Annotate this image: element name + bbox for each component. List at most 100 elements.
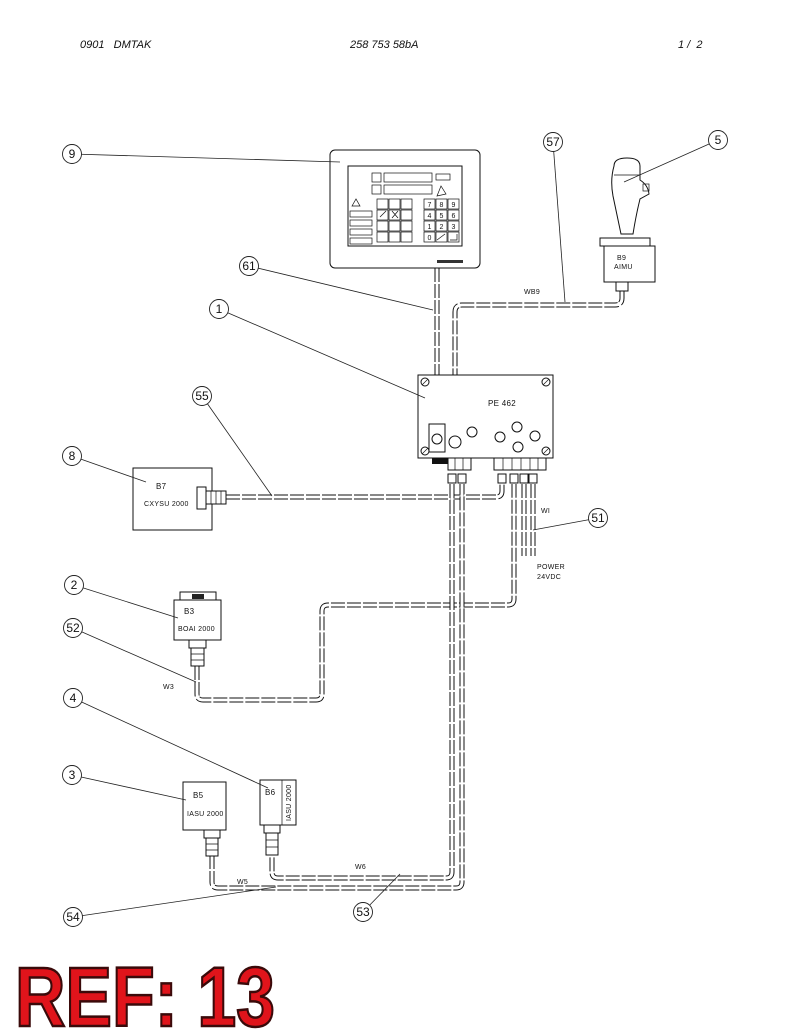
callout-number: 4	[70, 691, 77, 705]
callout-circle	[63, 618, 83, 638]
callout-number: 54	[66, 910, 80, 924]
cross-icon	[391, 210, 399, 219]
screw-slots	[421, 378, 550, 455]
arrow-icon	[436, 185, 447, 197]
keypad-digit: 2	[440, 224, 444, 231]
callout-number: 55	[195, 389, 209, 403]
page-number: 1 / 2	[678, 39, 702, 51]
function-key	[376, 209, 389, 221]
warning-icon	[351, 198, 361, 207]
keypad-key	[423, 209, 436, 221]
callout-number: 5	[715, 133, 722, 147]
document-code: 0901 DMTAK	[80, 39, 152, 51]
keypad-key	[435, 209, 448, 221]
b5-connector-flange	[203, 829, 221, 839]
callout-52: 52	[63, 618, 83, 638]
leader-55	[201, 395, 273, 497]
brand-strip	[437, 260, 463, 263]
b3-sensor: B3 BOAI 2000	[173, 591, 222, 667]
b6-connector	[265, 832, 279, 856]
joystick: B9 AIMU	[599, 157, 656, 292]
leader-lines	[71, 139, 719, 918]
function-key	[388, 198, 401, 210]
cable-w3-outer	[197, 484, 514, 700]
panel-display-row-2	[383, 184, 433, 195]
callout-number: 2	[71, 578, 78, 592]
callout-61: 61	[239, 256, 259, 276]
panel-label-box-2	[349, 219, 373, 227]
callout-number: 51	[591, 511, 605, 525]
callout-circle	[209, 299, 229, 319]
cable-nut	[519, 473, 529, 484]
leader-8	[71, 455, 147, 483]
leader-3	[71, 774, 187, 801]
cable-label-w3: W3	[163, 684, 174, 691]
gland-icon	[511, 421, 523, 433]
leader-2	[73, 584, 179, 619]
trigger-button-icon	[642, 183, 650, 192]
cable-label-wb9: WB9	[524, 289, 540, 296]
panel-keypad: 7 8 9 4 5 6 1 2 3 0	[423, 198, 460, 243]
b9-connector	[615, 281, 629, 292]
callout-circle	[64, 575, 84, 595]
gland-icon	[512, 441, 524, 453]
keypad-key	[435, 198, 448, 210]
callout-circle	[239, 256, 259, 276]
leader-9	[71, 153, 341, 163]
b6-connector-flange	[263, 824, 281, 834]
callout-1: 1	[209, 299, 229, 319]
b6-id: B6	[265, 788, 276, 797]
connector-band	[432, 458, 448, 464]
panel-display-row-1	[383, 172, 433, 183]
connector-ribs	[266, 839, 278, 848]
callout-4: 4	[63, 688, 83, 708]
b9-model: AIMU	[614, 264, 633, 271]
b5-model: IASU 2000	[187, 811, 224, 818]
b5-id: B5	[193, 791, 204, 800]
cable-w3-inner	[195, 482, 516, 702]
keypad-digit: 9	[452, 202, 456, 209]
gland-icon	[431, 433, 443, 445]
keypad-key	[423, 198, 436, 210]
keypad-key	[447, 209, 460, 221]
function-key	[400, 209, 413, 221]
callout-circle	[588, 508, 608, 528]
function-key	[400, 231, 413, 243]
cable-wi	[524, 484, 533, 556]
cable-nut	[457, 473, 467, 484]
gland-icon	[448, 435, 462, 449]
b5-housing	[182, 781, 227, 831]
cable-w6-outer	[272, 484, 452, 878]
keypad-key	[435, 231, 448, 243]
leader-4	[72, 697, 269, 789]
b6-sensor: B6 IASU 2000	[259, 779, 297, 856]
cable-nut	[497, 473, 507, 484]
function-key	[388, 231, 401, 243]
callout-number: 57	[546, 135, 560, 149]
cable-label-wi: WI	[541, 508, 550, 515]
panel-label-box-1	[349, 210, 373, 218]
keypad-digit: 3	[452, 224, 456, 231]
keypad-digit: 1	[428, 224, 432, 231]
gland-icon	[494, 431, 506, 443]
connector-ribs	[206, 843, 218, 851]
keypad-digit: 4	[428, 213, 432, 220]
callout-circle	[62, 765, 82, 785]
connector-ribs	[191, 653, 204, 661]
function-key	[376, 198, 389, 210]
callout-circle	[353, 902, 373, 922]
power-label: POWER	[537, 564, 565, 571]
callout-circle	[62, 144, 82, 164]
b3-id: B3	[184, 607, 195, 616]
b7-id: B7	[156, 482, 167, 491]
b6-model: IASU 2000	[286, 784, 293, 821]
callout-circle	[543, 132, 563, 152]
joystick-grip	[611, 157, 650, 235]
slash-icon	[436, 233, 446, 241]
gland-icon	[466, 426, 478, 438]
keypad-key	[447, 220, 460, 232]
leader-61	[248, 265, 434, 311]
callout-53: 53	[353, 902, 373, 922]
enter-icon	[450, 234, 458, 241]
